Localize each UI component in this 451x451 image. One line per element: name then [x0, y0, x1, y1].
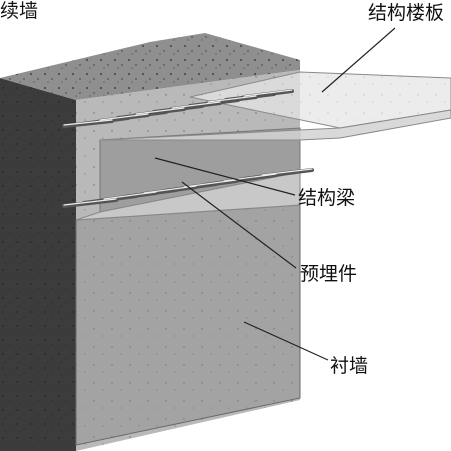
label-structural-beam: 结构梁: [298, 187, 356, 209]
leader-line-slab: [321, 27, 396, 93]
label-embedded-part: 预埋件: [300, 263, 358, 285]
label-lining-wall: 衬墙: [330, 355, 369, 377]
label-diaphragm-wall: 续墙: [0, 0, 39, 22]
leader-line-embedded: [181, 181, 297, 269]
label-structural-slab: 结构楼板: [368, 2, 445, 24]
leader-line-lining: [243, 321, 329, 361]
leader-line-beam: [154, 157, 296, 196]
